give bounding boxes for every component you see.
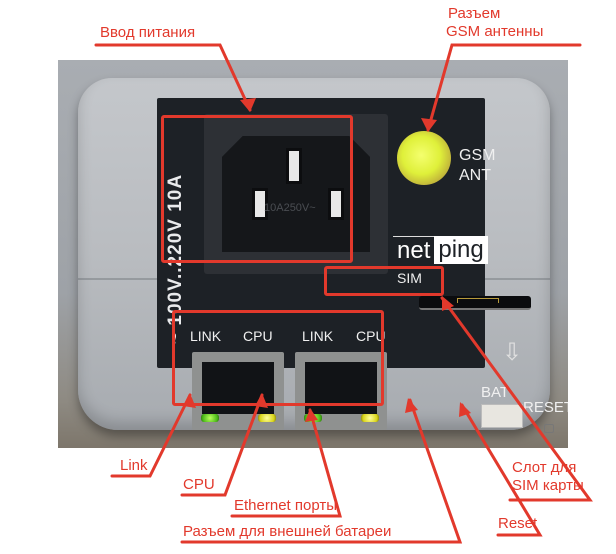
- callout-gsm-antenna-line1: Разъем: [448, 5, 501, 22]
- callout-sim-slot: Слот для SIM карты: [512, 459, 584, 495]
- battery-connector[interactable]: [481, 404, 523, 428]
- leader-ethernet: [230, 408, 342, 518]
- power-socket-inlet: [222, 136, 370, 252]
- device-case: ~ 100V..220V 10A 10A250V~ GSM ANT net pi…: [78, 78, 568, 433]
- leader-power-input: [94, 43, 252, 112]
- socket-pin-right: [328, 188, 344, 220]
- gsm-ant-label-line2: ANT: [459, 167, 491, 184]
- callout-reset: Reset: [498, 515, 538, 532]
- port2-link-label: LINK: [302, 328, 334, 344]
- socket-pin-left: [252, 188, 268, 220]
- reset-label: RESET: [523, 399, 568, 416]
- port2-cpu-led: [361, 414, 379, 422]
- arrowhead-sim: [442, 296, 454, 311]
- port1-link-label: LINK: [190, 328, 222, 344]
- leader-sim-slot: [440, 296, 593, 502]
- port1-cpu-label: CPU: [243, 328, 273, 344]
- leader-reset: [460, 403, 543, 537]
- gsm-antenna-connector[interactable]: [397, 131, 451, 185]
- port1-cpu-led: [258, 414, 276, 422]
- bat-label: BAT: [481, 384, 510, 401]
- socket-marking: 10A250V~: [264, 202, 316, 214]
- callout-cpu: CPU: [183, 476, 215, 493]
- callout-sim-slot-line2: SIM карты: [512, 477, 584, 494]
- arrowhead-power: [240, 98, 256, 112]
- ethernet-port-1[interactable]: [192, 352, 284, 430]
- leader-cpu: [180, 393, 264, 497]
- leader-gsm-antenna: [426, 43, 582, 132]
- arrowhead-gsm: [421, 118, 437, 132]
- callout-link: Link: [120, 457, 148, 474]
- leader-battery: [180, 398, 463, 544]
- sim-contacts: [457, 298, 499, 303]
- arrowhead-reset: [459, 402, 471, 417]
- netping-logo: net ping: [393, 236, 488, 264]
- ethernet-ports-highlight: [172, 310, 384, 406]
- arrowhead-battery: [405, 398, 418, 413]
- reset-button[interactable]: [544, 424, 554, 433]
- port1-link-led: [201, 414, 219, 422]
- callout-external-battery: Разъем для внешней батареи: [183, 523, 392, 540]
- logo-ping: ping: [434, 236, 488, 264]
- gsm-ant-label-line1: GSM: [459, 147, 496, 164]
- gsm-ant-label: GSM ANT: [459, 146, 495, 186]
- port2-cpu-label: CPU: [356, 328, 386, 344]
- leader-link: [110, 393, 192, 478]
- arrow-down-icon: ⇩: [502, 339, 523, 366]
- arrowhead-link: [183, 393, 196, 408]
- sim-label: SIM: [397, 270, 422, 286]
- socket-pin-earth: [286, 148, 302, 184]
- device-photo: ~ 100V..220V 10A 10A250V~ GSM ANT net pi…: [58, 60, 568, 448]
- callout-sim-slot-line1: Слот для: [512, 459, 577, 476]
- callout-power-input: Ввод питания: [100, 24, 196, 41]
- arrowhead-cpu: [255, 393, 268, 408]
- arrowhead-ethernet: [305, 408, 318, 422]
- front-panel: ~ 100V..220V 10A 10A250V~ GSM ANT net pi…: [157, 98, 568, 433]
- power-socket: 10A250V~: [204, 114, 388, 274]
- callout-gsm-antenna: Разъем GSM антенны: [446, 5, 543, 41]
- power-socket-highlight: [161, 115, 353, 263]
- callout-gsm-antenna-line2: GSM антенны: [446, 23, 544, 40]
- sim-slot-highlight: [324, 266, 444, 296]
- logo-net: net: [393, 236, 435, 264]
- callout-ethernet-ports: Ethernet порты: [234, 497, 338, 514]
